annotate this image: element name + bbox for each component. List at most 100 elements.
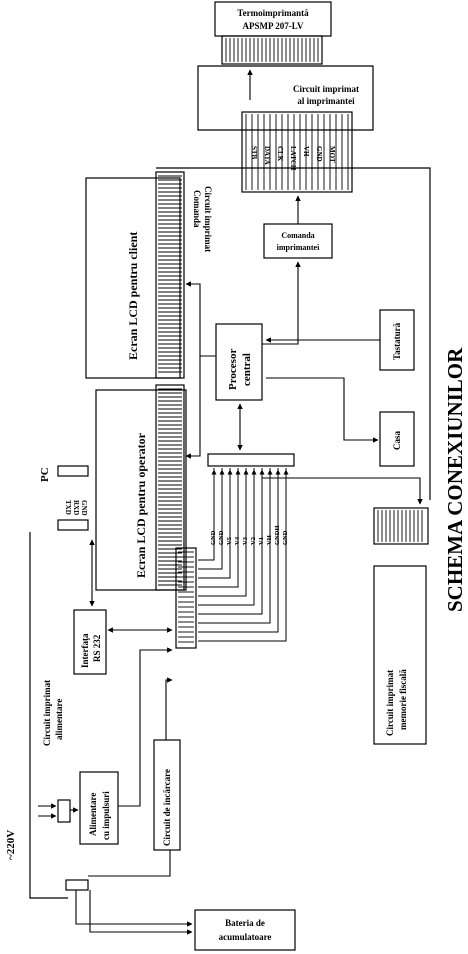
lcd-client-box [85, 177, 181, 379]
cpu-bus-connector [207, 453, 295, 467]
printer-pin-label: CLK [276, 146, 284, 162]
pc-connector [57, 465, 89, 477]
wire-cpu-lcd-client [185, 281, 216, 357]
wire-fiscal [262, 477, 423, 505]
printer-pcb-label-1: Circuit imprimat [293, 84, 359, 94]
battery-label-1: Bateria de [225, 918, 265, 928]
pulse-supply-label-2: cu impulsuri [101, 791, 111, 840]
bus-wire [198, 468, 279, 633]
bus-wire [198, 468, 231, 579]
keyboard-label: Tastatură [392, 322, 402, 360]
printer-cmd-label-2: imprimantei [277, 243, 320, 252]
bus-wires [198, 468, 289, 642]
battery-box [194, 909, 296, 951]
printer-connector [221, 35, 323, 65]
pc-pin-label: TXD [64, 500, 72, 515]
printer-box [214, 1, 332, 37]
wire-charger-up [165, 677, 173, 740]
keyboard-box [379, 309, 415, 371]
pulse-supply-box [79, 771, 119, 845]
wire-cpu-cmd [262, 261, 301, 345]
bus-pin-label: GND [282, 530, 289, 545]
power-pcb-label-1: Circuit imprimat [42, 680, 52, 746]
power-pcb-outline [29, 532, 68, 899]
printer-pin-label: MOT [328, 146, 336, 163]
printer-pcb-outline [197, 65, 374, 131]
wire-battery-b [89, 890, 193, 935]
bus-wire [198, 468, 255, 606]
printer-pin-label: LATCH [289, 146, 297, 171]
bus-wire [198, 468, 287, 642]
fiscal-label-1: Circuit imprimat [385, 670, 395, 736]
mains-label: ~220V [5, 830, 17, 860]
bus-pin-label: V1 [258, 537, 265, 545]
lcd-operator-label: Ecran LCD pentru operator [134, 432, 148, 578]
bus-pin-label: V3 [242, 536, 249, 545]
cpu-label-2: central [241, 353, 253, 386]
lcd-client-connector [155, 171, 185, 379]
wire-battery-a [75, 890, 193, 927]
cpu-label-1: Procesor [227, 349, 239, 390]
pc-pin-label: GND [80, 500, 88, 516]
cpu-box [215, 323, 263, 401]
bus-wire [198, 468, 215, 561]
pulse-supply-label-1: Alimentare [88, 793, 98, 836]
lcd-operator-box [95, 389, 187, 591]
cash-label: Casa [392, 430, 402, 450]
printer-model: APSMP 207-LV [243, 21, 304, 31]
printer-cmd-box [263, 223, 333, 259]
charger-label: Circuit de încărcare [162, 769, 172, 846]
wire-cash [266, 377, 379, 443]
cmd-pcb-label-1: Circuit imprimat [203, 186, 213, 252]
pc-connector-lower [57, 519, 89, 531]
bus-wire [198, 468, 271, 624]
rs232-label-2: RS 232 [92, 634, 102, 662]
printer-title: Termoimprimantă [237, 8, 309, 18]
bus-wire [198, 468, 223, 570]
power-pcb-connector [175, 547, 197, 649]
battery-fuse [65, 879, 89, 891]
printer-cmd-label-1: Comanda [281, 231, 314, 240]
printer-pcb-connector [241, 111, 353, 193]
cmd-pcb-label-2: Comanda [192, 190, 202, 228]
printer-pin-label: VH [302, 146, 310, 157]
right-bus [156, 167, 431, 500]
bus-wire [198, 468, 247, 597]
bus-pin-label: V4 [234, 536, 241, 545]
bus-pin-label: GND [218, 530, 225, 545]
wire-cpu-lcd-operator [185, 356, 201, 459]
charger-box [153, 739, 181, 851]
power-pcb-label-2: alimentare [54, 699, 64, 740]
printer-pin-label: DATA [263, 146, 271, 165]
lcd-client-label: Ecran LCD pentru client [126, 232, 140, 360]
lcd-operator-connector [155, 384, 185, 591]
wire-pulse-supply [118, 647, 173, 807]
mains-fuse [57, 799, 71, 823]
pc-label: PC [39, 467, 51, 482]
cash-box [379, 411, 415, 467]
printer-pcb-label-2: al imprimantei [297, 96, 355, 106]
connector-pins [158, 38, 423, 643]
fiscal-connector [373, 507, 429, 545]
printer-pin-label: GND [315, 146, 323, 162]
wire-charger-battery [88, 850, 171, 877]
battery-label-2: acumulatoare [219, 932, 272, 942]
fiscal-label-2: memorie fiscală [398, 669, 408, 730]
bus-pin-label: V2 [250, 537, 257, 545]
diagram-title: SCHEMA CONEXIUNILOR [443, 347, 467, 612]
rs232-label-1: Interfaţa [80, 633, 90, 668]
fiscal-mem-box [373, 565, 427, 745]
pc-pin-label: RXD [72, 500, 80, 515]
bus-wire [198, 468, 239, 588]
printer-pin-label: STB [250, 146, 258, 160]
bus-pin-label: GNDH [274, 526, 281, 546]
rs232-box [73, 609, 107, 675]
bus-pin-label: VH [266, 535, 273, 545]
bus-wire [198, 468, 263, 615]
bus-pin-label: V5 [226, 536, 233, 545]
bus-pin-label: GND [210, 530, 217, 545]
